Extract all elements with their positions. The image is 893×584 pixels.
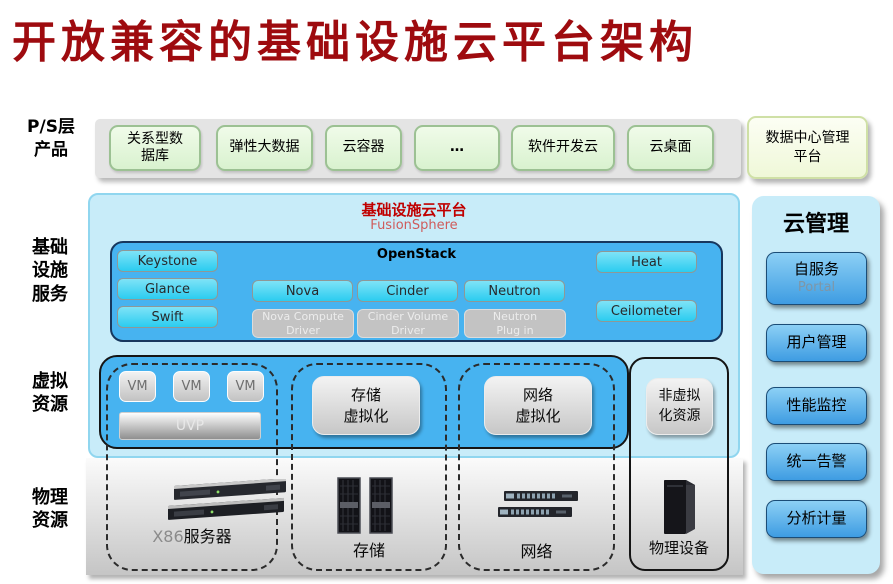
virtbox-label-line: 网络	[522, 385, 553, 404]
product-elastic-bigdata: 弹性大数据	[216, 125, 313, 171]
storage-label: 存储	[352, 541, 385, 560]
driver-label-line: Cinder Volume	[367, 309, 449, 323]
driver-label-line: Plug in	[496, 323, 534, 337]
virtbox-label-line: 化资源	[658, 407, 701, 424]
physical-resources-layer-label: 物理 资源	[27, 486, 73, 533]
network-virtualization-box: 网络 虚拟化	[484, 376, 592, 435]
product-label: 关系型数	[127, 130, 183, 147]
driver-nova-compute: Nova Compute Driver	[252, 309, 354, 338]
driver-label-line: Nova Compute	[262, 309, 344, 323]
ps-layer-label-line1: P/S层	[27, 117, 75, 137]
page-title: 开放兼容的基础设施云平台架构	[12, 17, 698, 68]
virtbox-label-line: 虚拟化	[343, 406, 389, 425]
label-line: 资源	[32, 510, 68, 532]
product-label: 云桌面	[649, 139, 692, 156]
storage-virtualization-box: 存储 虚拟化	[312, 376, 420, 435]
user-management-button: 用户管理	[766, 324, 867, 362]
physical-device-icon	[664, 480, 695, 534]
column-network	[458, 363, 615, 571]
product-label: 云容器	[342, 139, 385, 156]
button-label: 自服务	[793, 260, 839, 279]
product-label: 软件开发云	[528, 139, 598, 156]
label-line: 基础	[32, 237, 68, 258]
component-keystone: Keystone	[117, 250, 218, 272]
product-label: …	[450, 139, 464, 156]
performance-monitoring-button: 性能监控	[766, 387, 867, 425]
platform-title: 基础设施云平台	[361, 201, 467, 219]
x86-server-label: X86服务器	[106, 527, 278, 547]
label-line: 设施	[32, 260, 68, 282]
virtbox-label-line: 非虚拟	[658, 387, 701, 404]
x86-suffix: 服务器	[183, 527, 232, 546]
virtbox-label-line: 虚拟化	[515, 406, 561, 425]
datacenter-mgmt-platform-box: 数据中心管理 平台	[747, 116, 868, 179]
openstack-title: OpenStack	[376, 247, 457, 262]
product-label: 据库	[141, 148, 169, 164]
network-switch-icon	[498, 491, 578, 517]
uvp-bar: UVP	[119, 412, 261, 440]
virtual-resources-layer-label: 虚拟 资源	[27, 370, 73, 417]
driver-label-line: Driver	[286, 323, 320, 337]
driver-neutron-plugin: Neutron Plug in	[464, 309, 566, 338]
component-swift: Swift	[117, 306, 218, 328]
non-virtualized-resources-box: 非虚拟 化资源	[646, 378, 713, 435]
component-nova: Nova	[252, 280, 353, 302]
unified-alarm-button: 统一告警	[766, 443, 867, 481]
column-compute	[106, 363, 278, 571]
product-cloud-container: 云容器	[325, 125, 402, 171]
ps-layer-label-line2: 产品	[34, 139, 68, 160]
component-ceilometer: Ceilometer	[596, 300, 697, 322]
component-heat: Heat	[596, 251, 697, 273]
product-label: 弹性大数据	[229, 139, 300, 156]
button-sublabel: Portal	[797, 279, 836, 295]
platform-subtitle: FusionSphere	[370, 218, 458, 233]
column-non-virtualized	[629, 357, 729, 571]
x86-server-icon	[168, 479, 286, 520]
vm-box: VM	[119, 371, 156, 402]
driver-label-line: Neutron	[492, 309, 538, 323]
physical-devices-label: 物理设备	[648, 539, 709, 557]
cloud-mgmt-title: 云管理	[782, 212, 849, 237]
vm-box: VM	[173, 371, 210, 402]
self-service-portal-button: 自服务 Portal	[766, 252, 867, 305]
column-storage	[291, 363, 447, 571]
network-label: 网络	[520, 542, 553, 561]
dc-platform-label-line1: 数据中心管理	[765, 129, 850, 146]
infra-services-layer-label: 基础 设施 服务	[27, 236, 73, 306]
x86-prefix: X86	[152, 527, 184, 546]
component-neutron: Neutron	[464, 280, 565, 302]
label-line: 物理	[32, 487, 68, 508]
label-line: 资源	[32, 394, 68, 416]
vm-box: VM	[227, 371, 264, 402]
analysis-metering-button: 分析计量	[766, 500, 867, 538]
product-software-dev-cloud: 软件开发云	[511, 125, 615, 171]
label-line: 服务	[32, 283, 68, 305]
ps-layer-label: P/S层 产品	[20, 116, 82, 162]
x86-server-label-text: X86服务器	[151, 527, 233, 547]
component-glance: Glance	[117, 278, 218, 300]
component-cinder: Cinder	[357, 280, 458, 302]
product-relational-database: 关系型数 据库	[109, 125, 201, 171]
driver-cinder-volume: Cinder Volume Driver	[357, 309, 459, 338]
product-cloud-desktop: 云桌面	[627, 125, 714, 171]
storage-rack-icon	[337, 477, 393, 534]
driver-label-line: Driver	[391, 323, 425, 337]
dc-platform-label-line2: 平台	[793, 148, 822, 165]
label-line: 虚拟	[32, 371, 68, 392]
product-ellipsis: …	[414, 125, 500, 171]
virtbox-label-line: 存储	[350, 385, 381, 404]
